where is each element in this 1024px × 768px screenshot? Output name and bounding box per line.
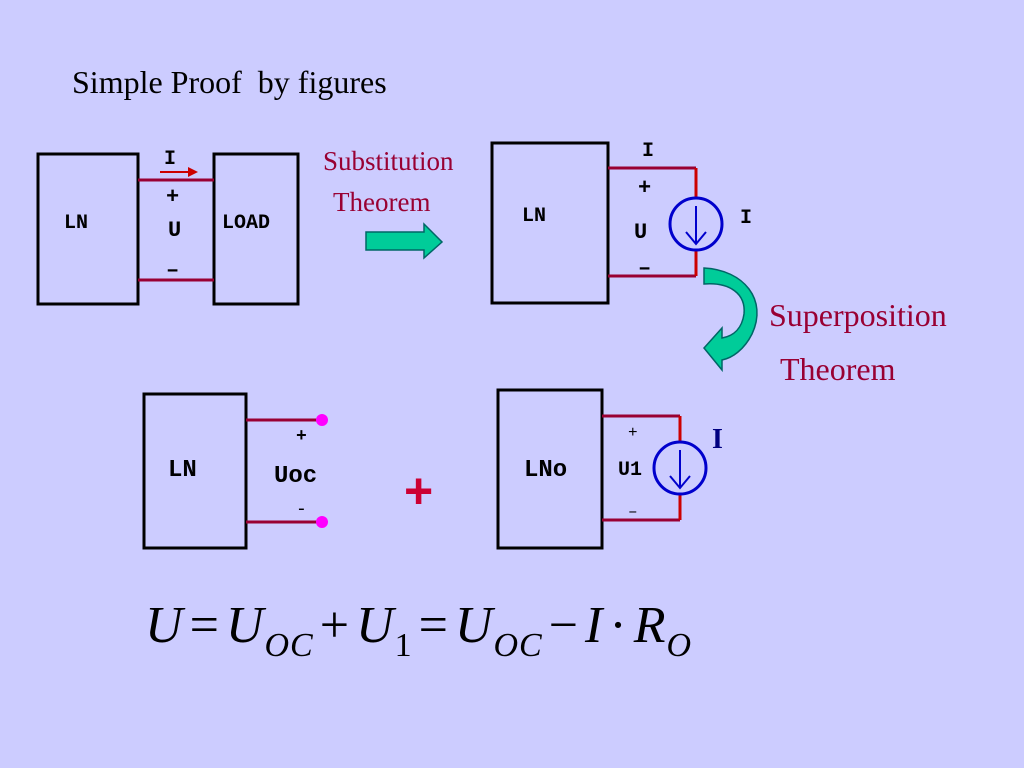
ln-box-2	[490, 141, 610, 305]
minus-label: –	[166, 258, 179, 283]
eq-i: I	[585, 597, 604, 654]
ln-label-2: LN	[522, 205, 546, 228]
superposition-label-line2: Theorem	[780, 351, 896, 387]
substitution-label-line2: Theorem	[333, 187, 430, 217]
current-source-icon	[668, 196, 724, 252]
ln-box	[36, 152, 140, 306]
plus-label-4: +	[628, 424, 638, 442]
plus-label-3: +	[296, 427, 307, 447]
eq-dot: ·	[609, 597, 628, 654]
minus-label-3: -	[296, 500, 307, 520]
voltage-label-2: U	[634, 220, 647, 245]
plus-label-2: +	[638, 176, 651, 201]
eq-r: R	[633, 597, 667, 654]
diagram-ln-load: LN LOAD I + U –	[36, 148, 300, 306]
substitution-label-line1: Substitution	[323, 146, 454, 176]
current-arrow-head	[188, 167, 198, 177]
source-arrow-head	[685, 231, 707, 246]
ln-label-3: LN	[168, 457, 197, 484]
source-label-2: I	[740, 207, 752, 230]
eq-u: U	[145, 597, 184, 654]
plus-sign: +	[404, 463, 433, 519]
terminal-bottom-icon	[316, 516, 328, 528]
plus-label: +	[166, 185, 179, 210]
eq-equals-2: =	[418, 597, 449, 654]
current-label-2: I	[642, 140, 654, 163]
eq-oc-sub-2: OC	[493, 627, 543, 664]
eq-plus: +	[319, 597, 351, 654]
slide-title: Simple Proof by figures	[72, 64, 387, 100]
voltage-label-3: Uoc	[274, 463, 317, 490]
voltage-label-4: U1	[618, 459, 642, 482]
eq-u1: U	[356, 597, 395, 654]
lno-label: LNo	[524, 457, 567, 484]
source-label-4: I	[712, 424, 723, 455]
current-label: I	[164, 148, 176, 171]
eq-u-oc: U	[225, 597, 265, 654]
eq-u-oc-2: U	[454, 597, 494, 654]
lno-box	[496, 388, 604, 550]
load-label: LOAD	[222, 212, 270, 235]
curved-arrow-icon	[703, 267, 758, 373]
diagram-ln-source: LN I + U – I	[490, 140, 752, 305]
eq-oc-sub: OC	[264, 627, 314, 664]
equation: U=UOC+U1=UOC−I·RO	[145, 596, 692, 665]
eq-equals: =	[189, 597, 220, 654]
ln-box-3	[142, 392, 248, 550]
ln-label: LN	[64, 212, 88, 235]
superposition-label-line1: Superposition	[769, 297, 947, 333]
terminal-top-icon	[316, 414, 328, 426]
diagram-lno-source: LNo + U1 – I	[496, 388, 723, 550]
substitution-arrow: Substitution Theorem	[323, 146, 454, 260]
source-arrow-head-2	[669, 475, 691, 490]
voltage-label: U	[168, 218, 181, 243]
load-box	[212, 152, 300, 306]
eq-minus: −	[548, 597, 580, 654]
superposition-arrow: Superposition Theorem	[703, 267, 947, 387]
current-source-icon-2	[652, 440, 708, 496]
eq-one-sub: 1	[394, 627, 413, 664]
minus-label-2: –	[638, 256, 651, 281]
right-arrow-icon	[365, 222, 444, 260]
minus-label-4: –	[628, 503, 638, 521]
diagram-ln-open-circuit: LN + Uoc -	[142, 392, 328, 550]
eq-o-sub: O	[666, 627, 693, 664]
